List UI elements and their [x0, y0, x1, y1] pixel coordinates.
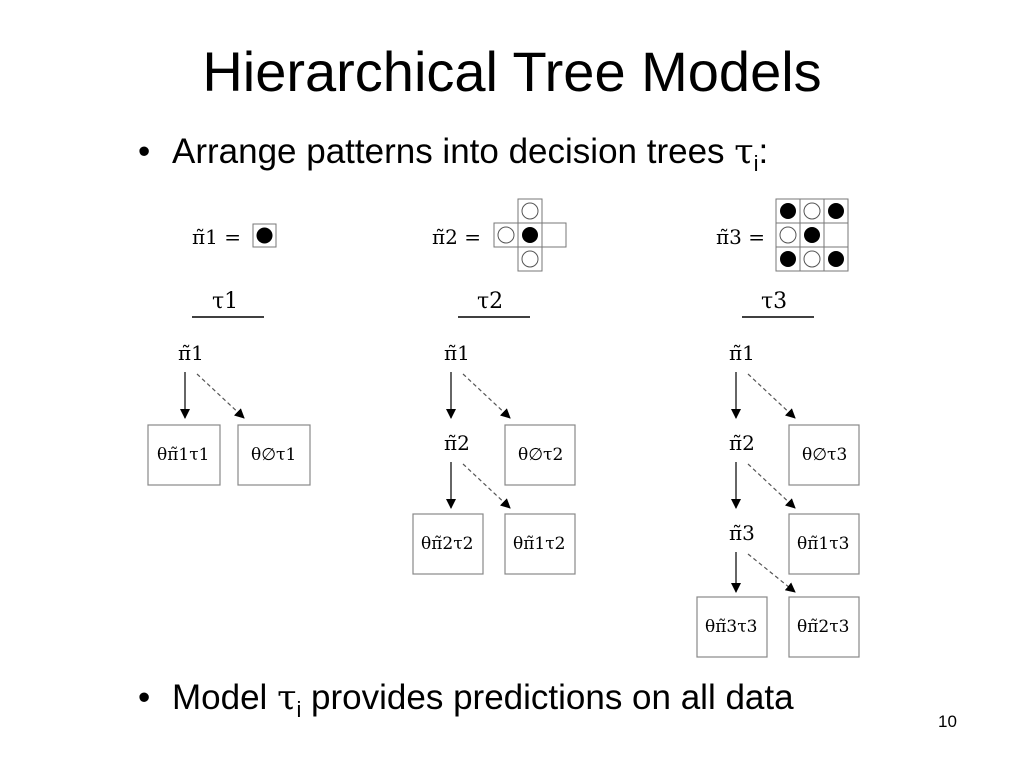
leaf-label: θ∅τ3 — [802, 445, 847, 465]
empty-cell-icon — [779, 226, 797, 244]
dashed-edge — [747, 553, 796, 593]
tau-symbol: τ — [277, 678, 297, 718]
leaf-box — [504, 513, 576, 575]
pattern-grid-2 — [493, 198, 567, 272]
filled-cell-icon — [522, 227, 538, 243]
page-number: 10 — [938, 712, 957, 731]
bullet-text: Arrange patterns into decision trees — [172, 132, 735, 171]
tree-node: π̃1 — [444, 341, 470, 365]
bullet-suffix: provides predictions on all data — [301, 678, 794, 717]
dashed-edge — [747, 463, 796, 509]
tree-label-2: τ2 — [477, 289, 503, 314]
leaf-box — [504, 424, 576, 486]
empty-cell-icon — [521, 250, 539, 268]
tau-subscript: i — [753, 151, 759, 176]
pattern-label-2: π̃2 = — [432, 225, 481, 249]
leaf-label: θπ̃1τ2 — [513, 534, 565, 554]
bullet-suffix: : — [758, 132, 769, 171]
leaf-label: θπ̃2τ2 — [421, 534, 473, 554]
tree-node: π̃3 — [729, 521, 755, 545]
bullet-dot: • — [138, 132, 151, 171]
leaf-box — [696, 596, 768, 658]
leaf-label: θπ̃3τ3 — [705, 617, 757, 637]
tree-1: π̃1 = τ1 π̃1 θπ̃1τ1 θ∅τ1 — [147, 223, 311, 486]
filled-cell-icon — [828, 251, 844, 267]
leaf-box — [412, 513, 484, 575]
leaf-label: θ∅τ1 — [251, 445, 296, 465]
leaf-box — [147, 424, 221, 486]
slide-title: Hierarchical Tree Models — [202, 40, 822, 103]
empty-cell-icon — [803, 202, 821, 220]
tree-3: π̃3 = τ3 π̃1 π̃2 θ∅τ3 π̃3 θπ̃1τ3 θπ̃3τ3 — [696, 198, 860, 658]
tree-node: π̃1 — [729, 341, 755, 365]
filled-cell-icon — [780, 251, 796, 267]
filled-cell-icon — [780, 203, 796, 219]
empty-cell-icon — [803, 250, 821, 268]
dashed-edge — [747, 373, 796, 419]
leaf-label: θπ̃1τ3 — [797, 534, 849, 554]
dashed-edge — [462, 373, 511, 419]
tau-subscript: i — [296, 697, 302, 722]
tau-symbol: τ — [734, 132, 754, 172]
pattern-label-1: π̃1 = — [192, 225, 241, 249]
leaf-box — [788, 513, 860, 575]
filled-cell-icon — [828, 203, 844, 219]
leaf-box — [788, 596, 860, 658]
bullet-dot: • — [138, 678, 151, 717]
empty-cell-icon — [497, 226, 515, 244]
leaf-label: θ∅τ2 — [518, 445, 563, 465]
leaf-label: θπ̃1τ1 — [157, 445, 209, 465]
leaf-label: θπ̃2τ3 — [797, 617, 849, 637]
tree-2: π̃2 = τ2 π̃1 π̃2 θ∅τ2 θπ̃2τ2 θπ̃1τ2 — [412, 198, 576, 575]
tree-node: π̃1 — [178, 341, 204, 365]
tree-node: π̃2 — [729, 431, 755, 455]
tree-label-1: τ1 — [212, 289, 238, 314]
bullet-text: Model — [172, 678, 278, 717]
pattern-grid-3 — [775, 198, 849, 272]
pattern-grid-1 — [252, 223, 277, 248]
dashed-edge — [196, 373, 245, 419]
filled-cell-icon — [804, 227, 820, 243]
leaf-box — [237, 424, 311, 486]
bullet-model: • Model τi provides predictions on all da… — [138, 676, 794, 724]
bullet-arrange: • Arrange patterns into decision trees τi… — [138, 130, 768, 178]
filled-cell-icon — [256, 227, 273, 244]
dashed-edge — [462, 463, 511, 509]
tree-node: π̃2 — [444, 431, 470, 455]
leaf-box — [788, 424, 860, 486]
pattern-label-3: π̃3 = — [716, 225, 765, 249]
tree-label-3: τ3 — [761, 289, 787, 314]
empty-cell-icon — [521, 202, 539, 220]
